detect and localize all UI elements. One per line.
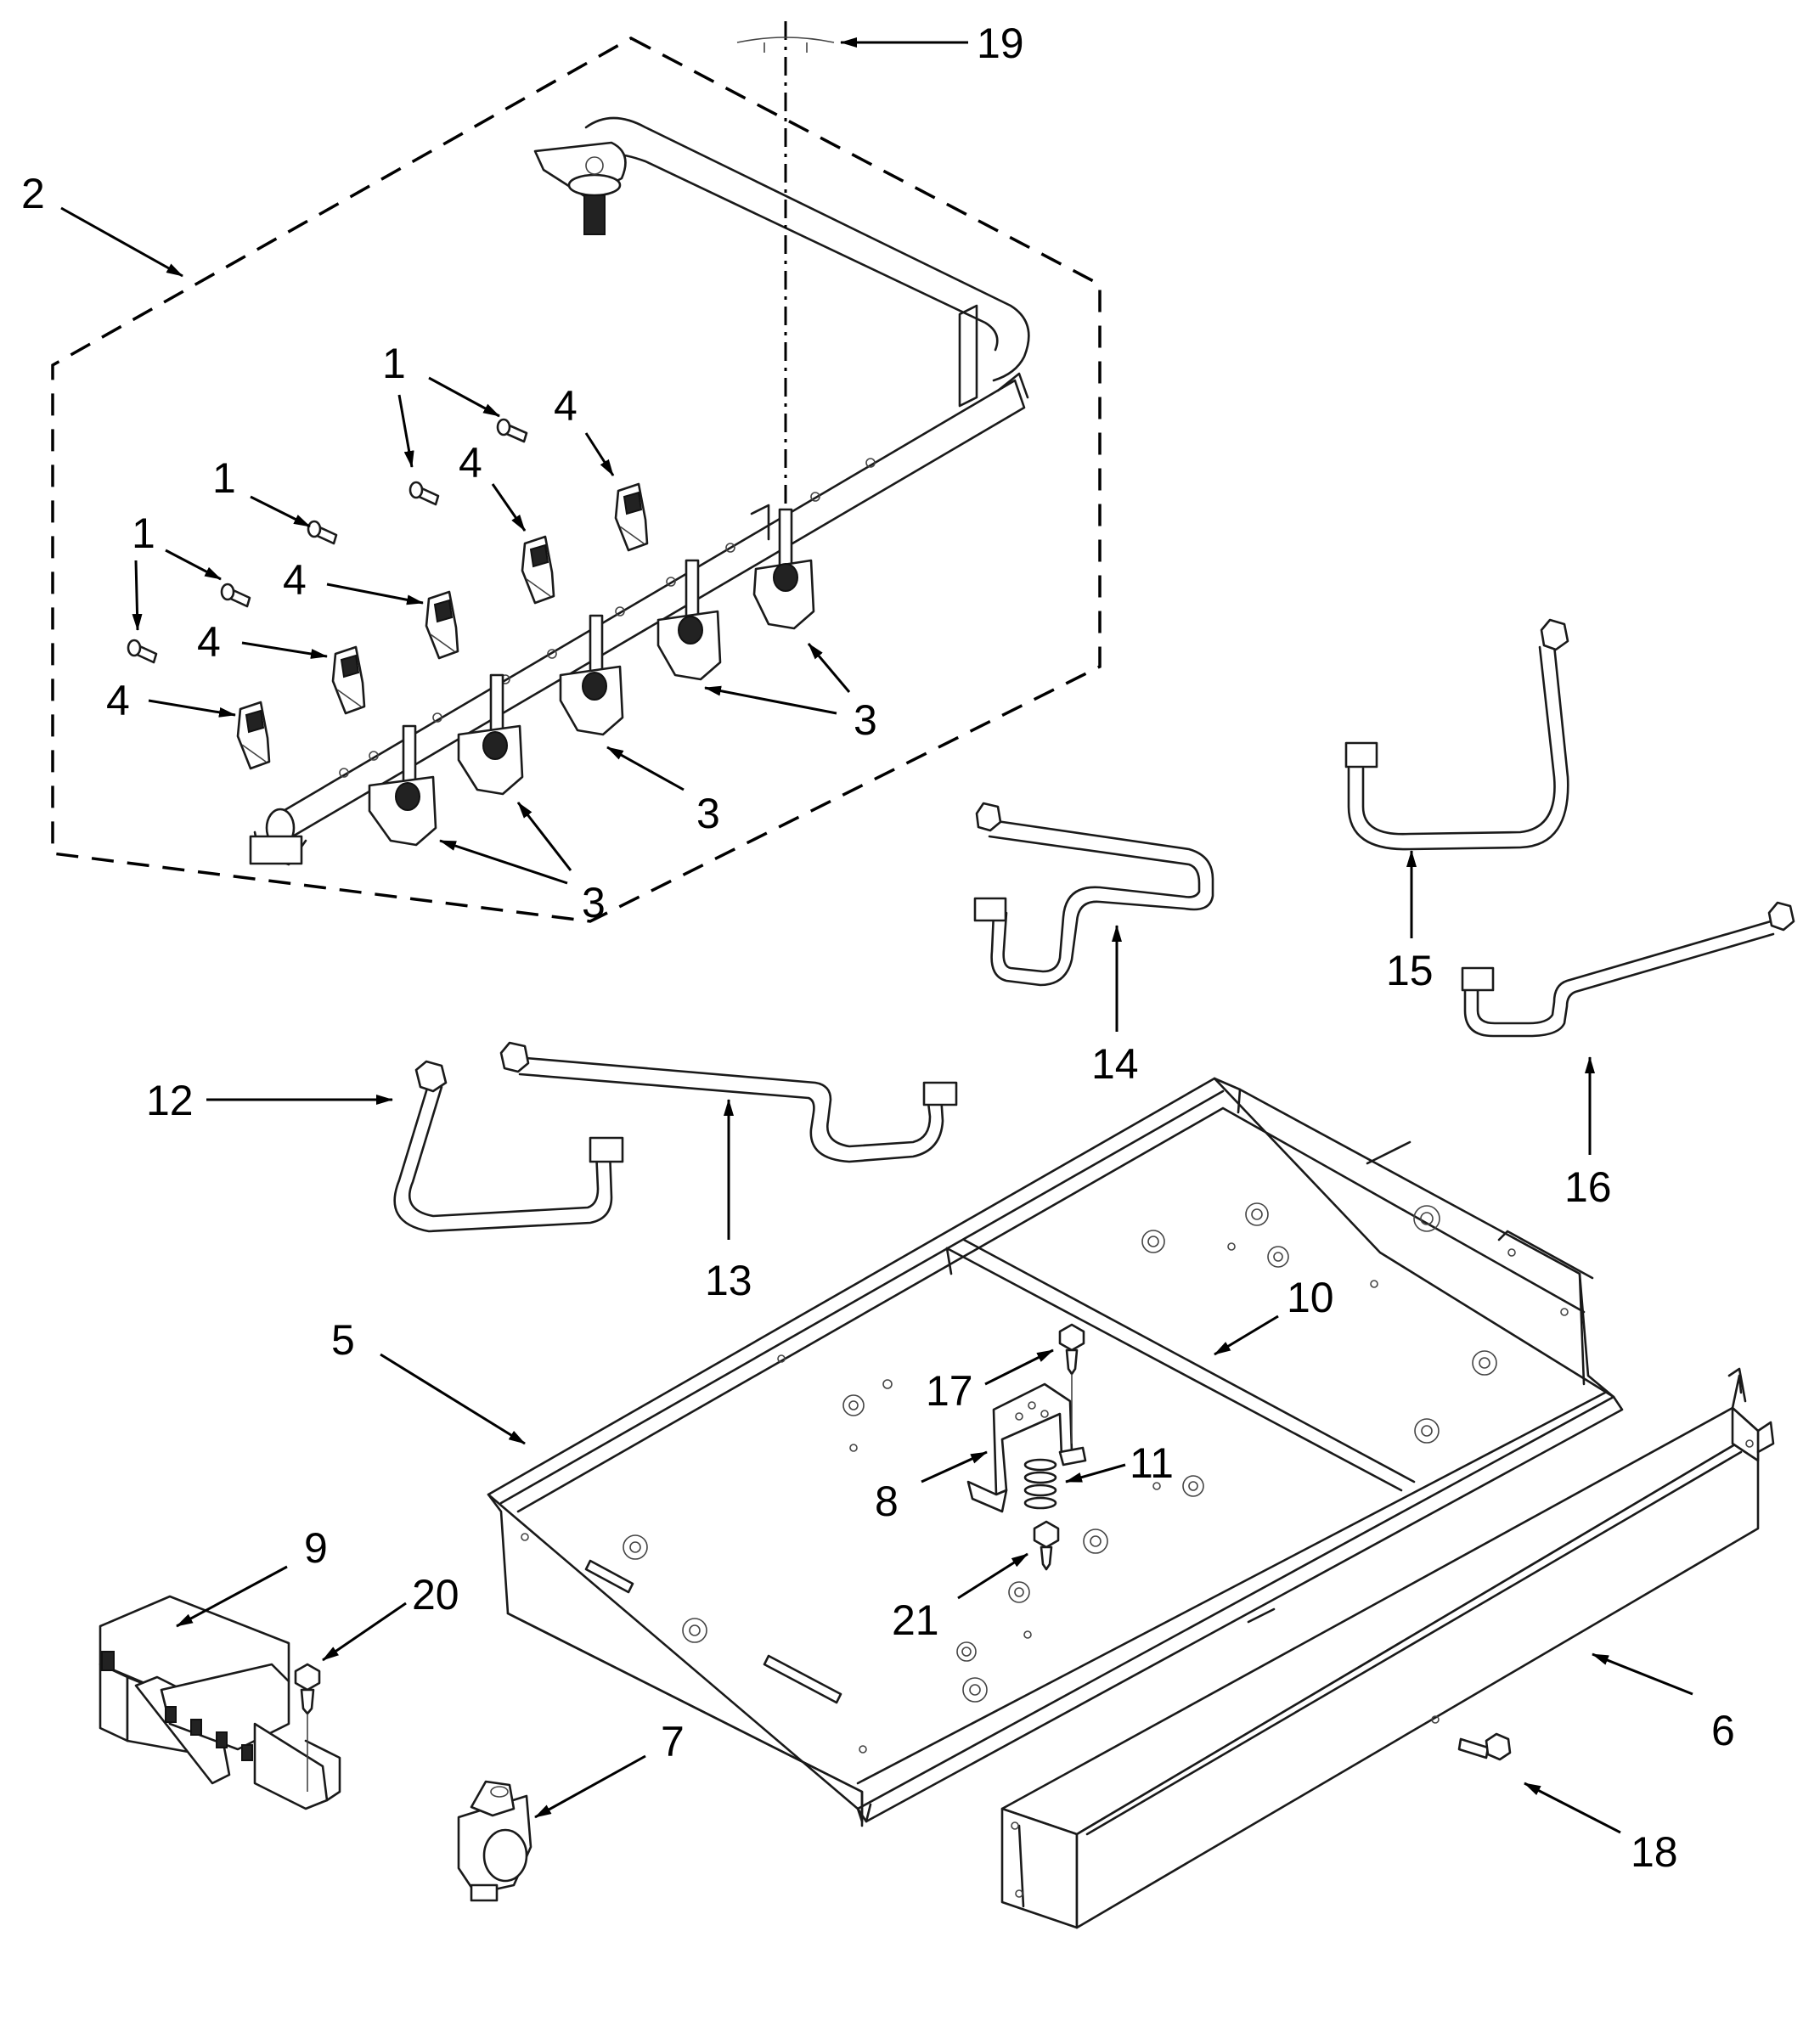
callout-1: 1 bbox=[382, 340, 406, 387]
front-panel bbox=[1000, 1367, 1775, 1929]
leader-11 bbox=[1065, 1463, 1126, 1483]
leader-2 bbox=[60, 206, 183, 278]
callout-19: 19 bbox=[977, 20, 1024, 67]
callout-17: 17 bbox=[926, 1367, 973, 1415]
clip-4c bbox=[425, 590, 459, 660]
callout-13: 13 bbox=[705, 1257, 752, 1304]
callout-21: 21 bbox=[892, 1596, 939, 1644]
valve-3b bbox=[656, 559, 722, 681]
leader-1e bbox=[132, 560, 143, 631]
leader-lines bbox=[60, 37, 1693, 1834]
tube-16 bbox=[1461, 901, 1795, 1038]
leader-7 bbox=[534, 1754, 646, 1819]
bracket-8 bbox=[966, 1382, 1087, 1513]
leader-1a bbox=[428, 376, 500, 418]
clip-4b bbox=[521, 535, 555, 605]
callout-10: 10 bbox=[1287, 1274, 1334, 1321]
tube-15 bbox=[1344, 618, 1569, 851]
callout-3: 3 bbox=[582, 879, 606, 926]
spring-11 bbox=[1023, 1458, 1057, 1510]
leader-21 bbox=[957, 1552, 1028, 1600]
clip-4d bbox=[331, 645, 366, 715]
leader-18 bbox=[1524, 1782, 1621, 1834]
leader-1b bbox=[397, 394, 414, 468]
callout-15: 15 bbox=[1386, 947, 1434, 994]
leader-10 bbox=[1214, 1315, 1279, 1356]
callout-9: 9 bbox=[304, 1524, 328, 1572]
callout-4: 4 bbox=[459, 439, 482, 487]
callout-3: 3 bbox=[854, 696, 877, 744]
callout-4: 4 bbox=[554, 382, 578, 430]
screw-1d bbox=[220, 583, 251, 608]
callout-4: 4 bbox=[197, 618, 221, 666]
tube-14 bbox=[973, 802, 1214, 987]
callout-18: 18 bbox=[1631, 1828, 1678, 1876]
callout-1: 1 bbox=[132, 510, 155, 557]
leader-5 bbox=[380, 1353, 526, 1445]
manifold-assembly bbox=[51, 21, 1102, 923]
callout-7: 7 bbox=[661, 1718, 685, 1765]
callout-3: 3 bbox=[696, 790, 720, 837]
screw-18 bbox=[1457, 1732, 1512, 1761]
leader-4e bbox=[148, 699, 236, 718]
screw-1c bbox=[307, 520, 338, 545]
screw-17 bbox=[1058, 1323, 1085, 1444]
screw-1a bbox=[496, 418, 528, 443]
ignition-module bbox=[99, 1595, 341, 1810]
leader-8 bbox=[921, 1450, 988, 1483]
clip-4e bbox=[236, 701, 271, 770]
callout-20: 20 bbox=[412, 1571, 459, 1619]
leader-3b bbox=[704, 685, 837, 715]
screw-1b bbox=[409, 481, 440, 506]
leader-3a bbox=[807, 643, 851, 693]
regulator-7 bbox=[457, 1780, 532, 1902]
leader-3c bbox=[606, 746, 685, 791]
callout-4: 4 bbox=[106, 677, 130, 724]
callout-2: 2 bbox=[21, 170, 45, 217]
callout-12: 12 bbox=[146, 1077, 194, 1124]
callout-6: 6 bbox=[1711, 1707, 1735, 1754]
base-pan bbox=[487, 1077, 1624, 1827]
part-19-cap bbox=[736, 37, 835, 53]
callout-4: 4 bbox=[283, 556, 307, 604]
screw-1e bbox=[127, 639, 158, 664]
gas-supply-pipe bbox=[533, 116, 1030, 382]
tube-12 bbox=[393, 1060, 624, 1233]
callout-11: 11 bbox=[1130, 1439, 1174, 1487]
valve-3a bbox=[752, 508, 815, 630]
valve-3d bbox=[457, 673, 524, 796]
leader-4d bbox=[241, 641, 328, 659]
tube-13 bbox=[499, 1041, 958, 1163]
callout-14: 14 bbox=[1091, 1040, 1139, 1088]
leader-20 bbox=[322, 1602, 407, 1662]
screw-20 bbox=[294, 1663, 321, 1792]
clip-4a bbox=[614, 482, 649, 552]
leader-1c bbox=[250, 495, 311, 528]
callout-16: 16 bbox=[1564, 1163, 1612, 1211]
leader-4a bbox=[584, 432, 615, 476]
leader-17 bbox=[984, 1348, 1054, 1386]
manifold-bar bbox=[249, 304, 1029, 866]
leader-3e bbox=[516, 802, 572, 871]
leader-4c bbox=[326, 583, 424, 605]
callout-8: 8 bbox=[875, 1478, 899, 1525]
leader-3d bbox=[439, 839, 568, 885]
callout-1: 1 bbox=[212, 454, 236, 502]
callout-5: 5 bbox=[331, 1316, 355, 1364]
leader-6 bbox=[1592, 1652, 1693, 1696]
leader-9 bbox=[176, 1565, 288, 1628]
callout-labels: 19 2 1 1 1 1 4 4 4 4 4 3 3 3 12 13 14 15… bbox=[21, 20, 1735, 1876]
leader-4b bbox=[491, 483, 527, 532]
valve-3e bbox=[368, 724, 437, 847]
assembly-boundary bbox=[51, 37, 1102, 923]
leader-1d bbox=[165, 549, 222, 581]
valve-3c bbox=[559, 614, 624, 736]
screw-21 bbox=[1033, 1520, 1060, 1571]
